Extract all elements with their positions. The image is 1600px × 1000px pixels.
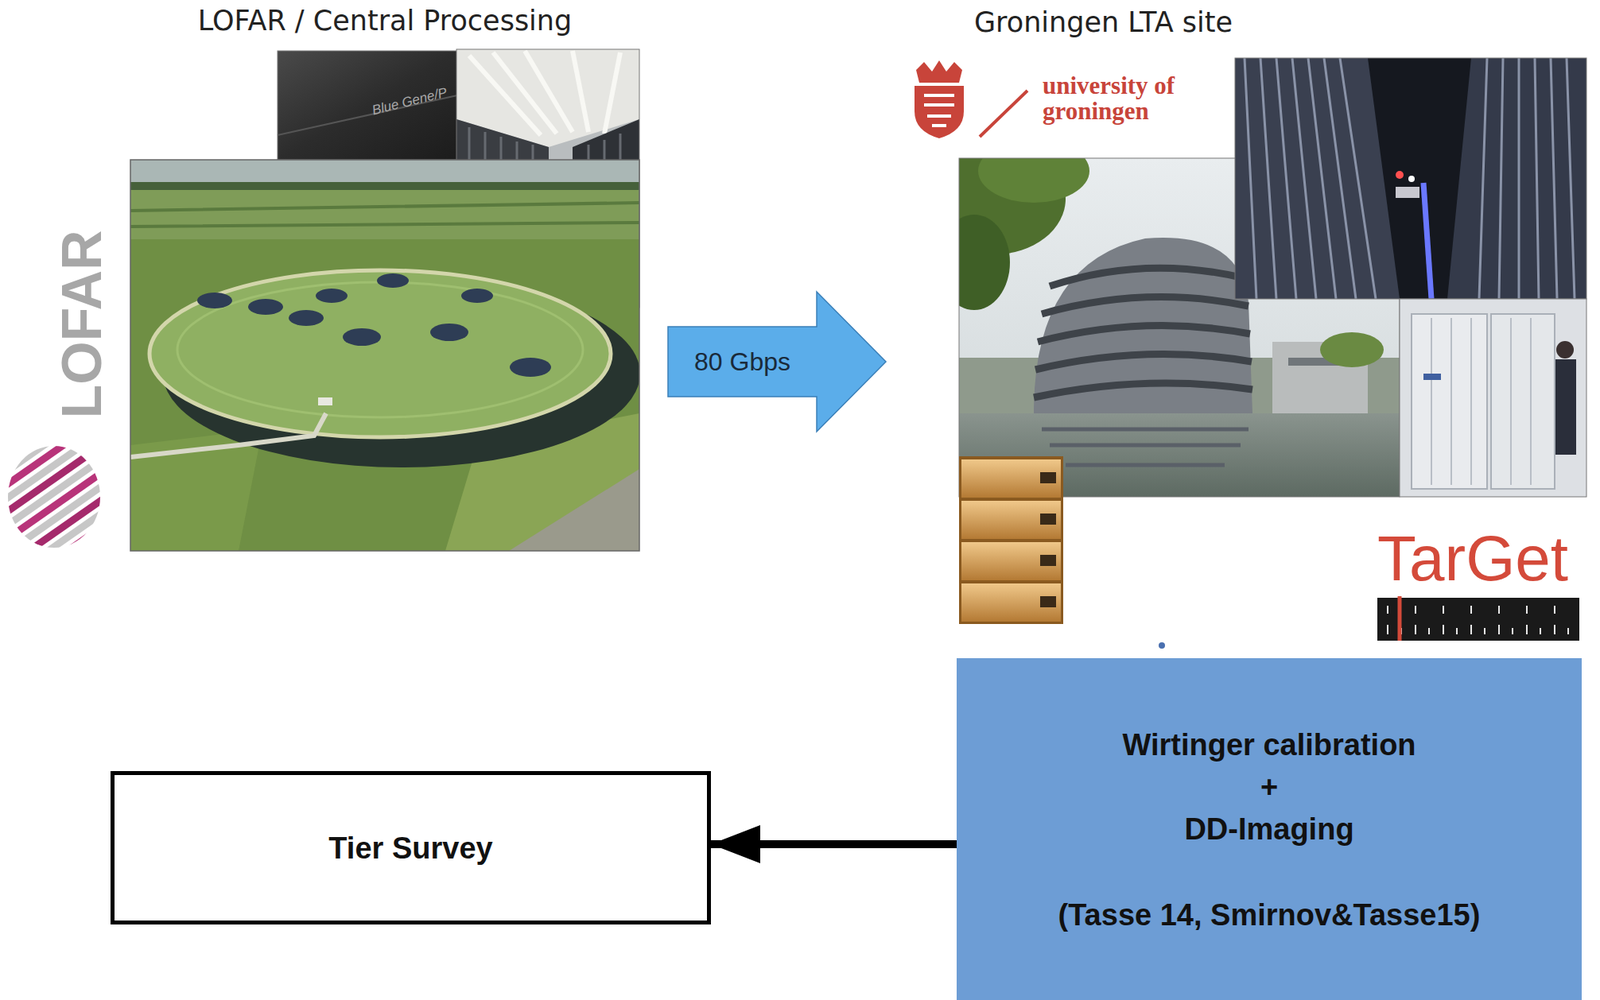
aerial-photo [508,469,640,552]
tape-drawer-photo [1040,513,1057,525]
building-photo [959,413,1400,498]
tape-library-photo [1234,58,1587,300]
logo-wordmark: LOFAR [50,229,114,419]
machine-room-photo [1555,359,1577,455]
target-logo-ruler [1377,598,1580,641]
building-photo [978,158,1090,203]
node-title: Wirtinger calibration [1122,724,1416,767]
lofar-logo [31,494,127,565]
supercomputer-photo [277,50,458,160]
photo-frame [130,159,640,552]
aerial-photo [130,190,640,240]
tape-library-photo [1447,58,1587,300]
node-text: DD-Imaging [1184,808,1354,851]
university-shield [914,60,1028,139]
tape-drawer-photo [961,583,1061,622]
tape-library-photo [1395,186,1420,199]
tape-library-photo [1234,58,1400,300]
target-logo: TarGet [1377,523,1569,595]
tape-drawer-photo [1040,555,1057,567]
aerial-photo [461,288,494,303]
machine-room-photo [1556,341,1574,359]
machine-room-photo [1399,299,1587,498]
node-text: + [1260,766,1278,809]
node-title: Groningen LTA site [974,4,1591,40]
tape-library-photo [1244,58,1575,300]
aerial-photo [130,182,640,191]
site-panel: Groningen LTA site [906,4,1591,641]
aerial-photo [130,413,327,458]
supercomputer-photo [277,50,458,160]
tape-drawer-photo [1040,596,1057,608]
building-photo [959,214,1010,311]
aerial-photo [430,323,469,342]
aerial-photo [376,273,409,288]
aerial-photo [509,357,552,377]
tape-drawer-photo [961,542,1061,581]
dot [1158,642,1166,649]
aerial-photo [315,288,348,303]
machine-room-photo [1423,373,1441,381]
node-title: LOFAR / Central Processing [130,3,640,39]
aerial-photo [288,310,324,327]
aerial-photo [149,270,611,438]
aerial-photo [318,397,333,406]
target-logo-ruler [1377,596,1580,641]
building-photo [1033,237,1253,414]
photo-frame [1234,58,1587,300]
block-arrow [667,291,886,432]
building-photo [1320,332,1384,368]
photo-frame [1399,299,1587,498]
aerial-photo [248,299,284,315]
process-box: Wirtinger calibration+DD-Imaging (Tasse 1… [956,658,1582,1000]
tape-library-photo [1408,175,1415,183]
tape-drawer-photo [961,459,1061,498]
aerial-photo [342,328,381,346]
aerial-photo [130,159,640,552]
machine-room-photo [1431,318,1531,486]
machine-room-photo [1411,314,1488,490]
tape-library-photo [1395,170,1404,179]
lofar-logo [37,504,133,575]
lofar-logo [24,485,121,556]
output-box: Tier Survey [110,771,711,925]
site-panel: LOFAR / Central Processing [130,3,640,552]
tape-library-photo [1234,58,1587,300]
tape-drawer-photo [1040,472,1057,484]
target-logo-ruler [1398,596,1402,641]
building-photo [1033,267,1253,398]
server-room-photo [469,50,621,136]
university-shield [916,60,963,83]
edge-label: 80 Gbps [694,345,791,378]
aerial-photo [177,282,583,418]
university-shield [924,95,955,126]
node-title: Tier Survey [328,830,493,867]
university-shield [979,90,1028,137]
machine-room-photo [1491,314,1555,490]
tape-drawer-photo [959,456,1064,625]
aerial-photo [130,159,640,552]
aerial-photo [130,159,640,184]
machine-brand: Blue Gene/P [370,85,449,120]
university-shield [914,85,964,139]
tape-drawer-photo [959,456,1064,625]
target-logo-ruler [1387,605,1569,635]
university-logo: university of groningen [1042,73,1234,125]
tape-library-photo [1423,182,1432,300]
building-photo [1041,429,1249,466]
tape-drawer-photo [961,500,1061,540]
lofar-logo [0,421,133,574]
aerial-photo [130,202,640,227]
arrow-connector [710,840,957,849]
node-text: (Tasse 14, Smirnov&Tasse15) [1058,894,1481,937]
supercomputer-photo [277,95,458,136]
lofar-logo [0,421,133,574]
aerial-photo [197,292,233,309]
machine-room-photo [1399,299,1587,498]
